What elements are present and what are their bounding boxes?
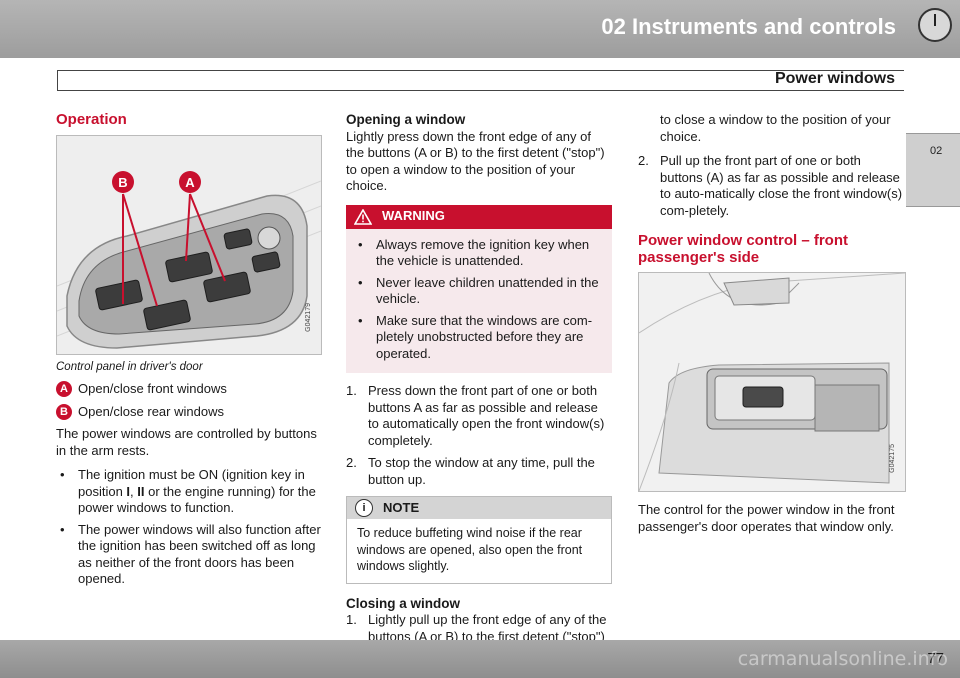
page-header: 02 Instruments and controls Power window… xyxy=(0,0,960,100)
info-icon: i xyxy=(355,499,373,517)
legend-item-a: A Open/close front windows xyxy=(56,381,322,398)
opening-text: Lightly press down the front edge of any… xyxy=(346,128,605,194)
tab-top xyxy=(906,0,960,58)
continued-text: to close a window to the position of you… xyxy=(660,112,891,144)
section-title: Power windows xyxy=(774,70,895,87)
warning-title: WARNING xyxy=(382,208,445,224)
warning-box: WARNING Always remove the ignition key w… xyxy=(346,204,612,374)
section-band xyxy=(57,70,904,91)
passenger-door-figure: G042175 xyxy=(638,272,906,492)
page-number: 77 xyxy=(927,650,944,667)
close-steps-continued: 2.Pull up the front part of one or both … xyxy=(638,153,906,219)
open-step-1: 1.Press down the front part of one or bo… xyxy=(346,383,605,448)
drivers-door-figure: B A G042179 xyxy=(56,134,322,355)
note-text: To reduce buffeting wind noise if the re… xyxy=(357,526,583,573)
closing-heading: Closing a window xyxy=(346,595,460,611)
close-step-1: 1.Lightly pull up the front edge of any … xyxy=(346,612,607,644)
opening-heading: Opening a window xyxy=(346,112,466,127)
note-box: i NOTE To reduce buffeting wind noise if… xyxy=(346,496,612,584)
badge-b: B xyxy=(56,403,72,420)
window-control-panel-illustration: B A xyxy=(56,135,322,354)
warning-body: Always remove the ignition key when the … xyxy=(346,229,612,374)
operation-heading: Operation xyxy=(56,111,127,128)
passenger-door-illustration xyxy=(638,272,906,492)
page-footer: 77 xyxy=(0,640,960,678)
warning-triangle-icon xyxy=(354,208,372,225)
callout-label-b: B xyxy=(118,175,127,190)
side-tab-column: 02 xyxy=(906,0,960,678)
gauge-icon xyxy=(918,8,952,42)
warning-header: WARNING xyxy=(346,204,612,229)
warning-item: Make sure that the windows are com-plete… xyxy=(354,313,604,363)
chapter-band xyxy=(0,0,906,58)
warning-item: Always remove the ignition key when the … xyxy=(354,237,604,270)
callout-badges xyxy=(112,170,201,193)
open-step-2: 2.To stop the window at any time, pull t… xyxy=(346,455,595,487)
legend-item-b: B Open/close rear windows xyxy=(56,403,322,421)
chapter-tab-label: 02 xyxy=(930,145,943,157)
bullet-after-switch-off: The power windows will also function aft… xyxy=(56,522,322,588)
close-step-2: 2.Pull up the front part of one or both … xyxy=(638,153,903,218)
column-1: Operation xyxy=(56,111,322,596)
note-header: i NOTE xyxy=(347,497,611,519)
legend-text-b: Open/close rear windows xyxy=(78,403,224,419)
badge-a: A xyxy=(56,381,72,397)
column-3: to close a window to the position of you… xyxy=(638,112,906,543)
note-title: NOTE xyxy=(383,499,420,515)
bullet-ignition: The ignition must be ON (ignition key in… xyxy=(56,467,322,517)
figure-code-2: G042175 xyxy=(888,444,896,473)
callout-label-a: A xyxy=(185,175,195,190)
chapter-tab[interactable]: 02 xyxy=(906,133,960,207)
warning-item: Never leave children unattended in the v… xyxy=(354,275,604,308)
figure-code: G042179 xyxy=(304,302,312,332)
close-steps: 1.Lightly pull up the front edge of any … xyxy=(346,612,612,645)
operation-bullets: The ignition must be ON (ignition key in… xyxy=(56,467,322,588)
intro-paragraph: The power windows are controlled by butt… xyxy=(56,426,317,458)
open-steps: 1.Press down the front part of one or bo… xyxy=(346,383,612,488)
legend-text-a: Open/close front windows xyxy=(78,381,227,396)
watermark: carmanualsonline.info xyxy=(737,648,948,670)
chapter-title: 02 Instruments and controls xyxy=(601,14,896,39)
figure-caption: Control panel in driver's door xyxy=(56,360,203,373)
column-2: Opening a window Lightly press down the … xyxy=(346,112,612,653)
passenger-heading: Power window control – front passenger's… xyxy=(638,232,848,266)
passenger-text: The control for the power window in the … xyxy=(638,502,895,534)
